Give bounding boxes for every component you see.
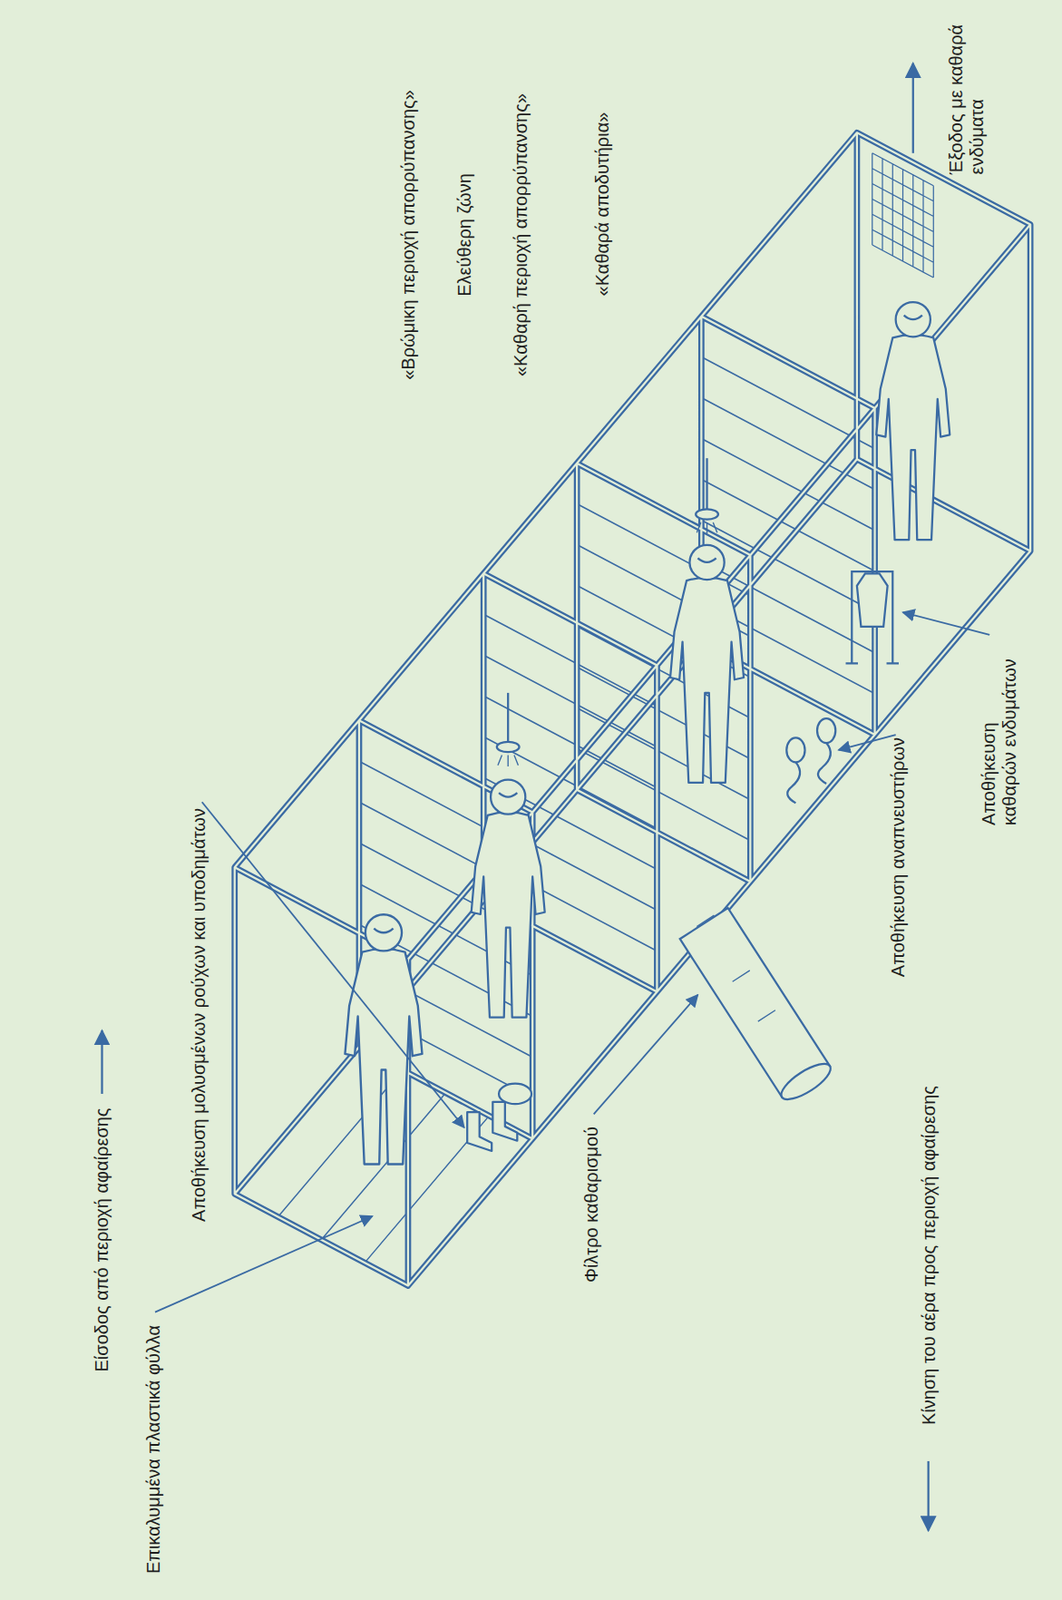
contaminated-boots	[467, 1083, 532, 1151]
part-label: Αποθήκευση μολυσμένων ρούχων και υποδημά…	[188, 808, 210, 1222]
part-label: Επικαλυμμένα πλαστικά φύλλα	[143, 1325, 165, 1574]
ventilation-mesh	[872, 153, 934, 278]
flow-arrows	[101, 63, 928, 1531]
part-label-holder: Αποθήκευση καθαρών ενδυμάτων	[978, 643, 1021, 826]
part-label-holder: Αποθήκευση αναπνευστήρων	[887, 737, 909, 977]
zone-label-holder: Ελεύθερη ζώνη	[454, 173, 476, 297]
part-label: Αποθήκευση αναπνευστήρων	[887, 737, 909, 977]
airflow-label: Κίνηση του αέρα προς περιοχή αφαίρεσης	[918, 1085, 940, 1425]
leader-lines	[155, 612, 990, 1313]
part-label: Φίλτρο καθαρισμού	[581, 1126, 603, 1283]
unit-frame	[234, 132, 1031, 1286]
exit-label-holder: Έξοδος με καθαρά ενδύματα	[945, 7, 988, 176]
zone-label-holder: «Καθαρά αποδυτήρια»	[592, 112, 614, 297]
part-label-holder: Επικαλυμμένα πλαστικά φύλλα	[143, 1325, 165, 1574]
partition-curtain-stripes	[359, 357, 876, 1099]
part-label-holder: Αποθήκευση μολυσμένων ρούχων και υποδημά…	[188, 808, 210, 1222]
zone-label: «Καθαρά αποδυτήρια»	[592, 112, 614, 297]
zone-label-holder: «Βρώμικη περιοχή απορρύπανσης»	[398, 89, 419, 380]
airflow-label-holder: Κίνηση του αέρα προς περιοχή αφαίρεσης	[918, 1085, 940, 1425]
exit-label: Έξοδος με καθαρά ενδύματα	[945, 7, 988, 176]
entry-label: Είσοδος από περιοχή αφαίρεσης	[91, 1108, 113, 1373]
zone-label-holder: «Καθαρή περιοχή απορρύπανσης»	[510, 93, 532, 377]
worker-figures	[344, 302, 950, 1164]
respirator-masks	[786, 718, 836, 803]
part-label: Αποθήκευση καθαρών ενδυμάτων	[978, 643, 1021, 826]
part-label-holder: Φίλτρο καθαρισμού	[581, 1126, 603, 1283]
clothes-rack	[846, 571, 899, 663]
zone-label: Ελεύθερη ζώνη	[454, 173, 476, 297]
filter-pipe	[680, 907, 836, 1106]
zone-label: «Βρώμικη περιοχή απορρύπανσης»	[398, 89, 419, 380]
zone-label: «Καθαρή περιοχή απορρύπανσης»	[510, 93, 532, 377]
entry-label-holder: Είσοδος από περιοχή αφαίρεσης	[91, 1108, 113, 1373]
